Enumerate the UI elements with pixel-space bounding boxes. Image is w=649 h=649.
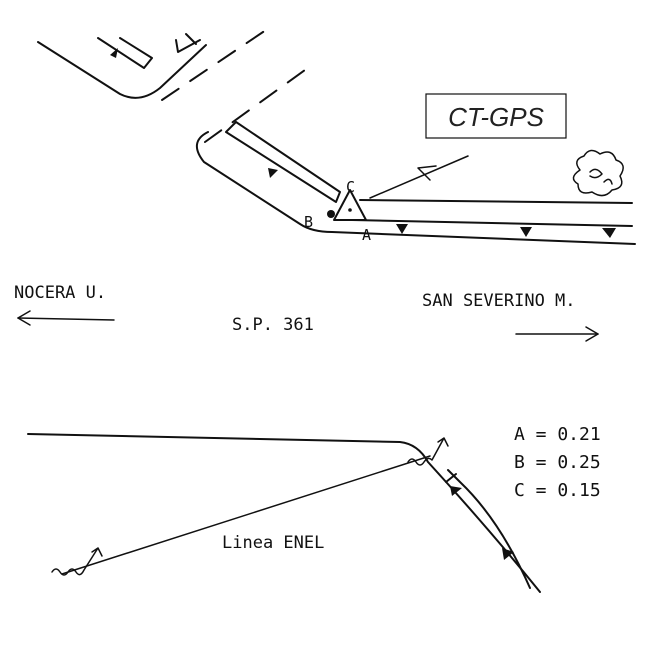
- ct-gps-box: CT-GPS: [425, 93, 567, 139]
- shrub-icon: [572, 149, 624, 197]
- distance-b: B = 0.25: [514, 452, 601, 473]
- curved-road: [196, 121, 636, 245]
- direction-left-label: NOCERA U.: [14, 283, 106, 303]
- power-line-label: Linea ENEL: [222, 533, 324, 553]
- distance-a: A = 0.21: [514, 424, 601, 445]
- ct-gps-label: CT-GPS: [448, 102, 544, 132]
- survey-marker: C B A: [304, 178, 371, 244]
- point-b-label: B: [304, 213, 313, 231]
- lower-road: [27, 433, 541, 593]
- road-label: S.P. 361: [232, 315, 314, 335]
- direction-right-label: SAN SEVERINO M.: [422, 291, 576, 311]
- pole-symbol-right: [407, 437, 449, 466]
- pole-symbol-left: [51, 547, 103, 576]
- direction-left: NOCERA U.: [14, 283, 115, 326]
- leader-arrow: [369, 155, 469, 199]
- distances-legend: A = 0.21 B = 0.25 C = 0.15: [514, 424, 601, 501]
- distance-c: C = 0.15: [514, 480, 601, 501]
- power-line: Linea ENEL: [51, 437, 449, 576]
- point-b-dot: [327, 210, 335, 218]
- dashed-lane-lines: [161, 29, 306, 143]
- upper-building: [37, 33, 207, 99]
- point-a-label: A: [362, 226, 371, 244]
- point-c-label: C: [346, 178, 355, 196]
- direction-right: SAN SEVERINO M.: [422, 291, 599, 342]
